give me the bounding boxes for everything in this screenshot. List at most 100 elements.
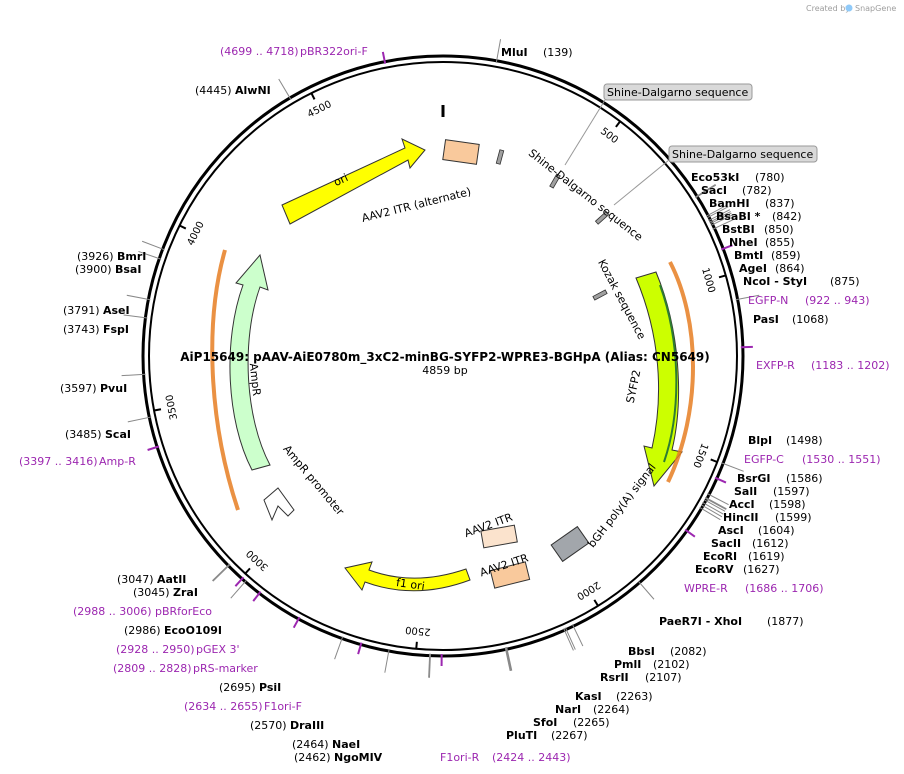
primer-egfp-c[interactable]: EGFP-C(1530 .. 1551) [744, 453, 881, 466]
svg-text:SalI: SalI [734, 485, 757, 498]
svg-text:F1ori-F: F1ori-F [264, 700, 302, 713]
site-bstbi[interactable]: BstBI(850) [722, 223, 794, 236]
tick-label: 3500 [165, 394, 181, 421]
site-draiii[interactable]: (2570)DraIII [250, 719, 324, 732]
svg-text:BamHI: BamHI [709, 197, 750, 210]
svg-text:SacII: SacII [711, 537, 741, 550]
shine-dalgarno-bar-3[interactable] [594, 211, 610, 225]
feature-f1-ori[interactable] [344, 561, 471, 592]
feature-syfp2[interactable] [635, 271, 683, 488]
primer-egfp-n[interactable]: EGFP-N(922 .. 943) [748, 294, 870, 307]
tick-mark [718, 274, 727, 279]
site-ncoi-styi[interactable]: NcoI - StyI(875) [743, 275, 860, 288]
site-pasi[interactable]: PasI(1068) [753, 313, 829, 326]
site-fspi[interactable]: (3743)FspI [63, 323, 129, 336]
svg-text:(2082): (2082) [670, 645, 707, 658]
primer-pgex-3[interactable]: (2928 .. 2950)pGEX 3' [116, 643, 240, 656]
site-ngomiv[interactable]: (2462)NgoMIV [294, 751, 383, 764]
primer-amp-r[interactable]: (3397 .. 3416)Amp-R [19, 455, 136, 468]
site-sali[interactable]: SalI(1597) [734, 485, 810, 498]
site-agei[interactable]: AgeI(864) [739, 262, 805, 275]
primer-prs-marker[interactable]: (2809 .. 2828)pRS-marker [113, 662, 258, 675]
primer-pbrforeco[interactable]: (2988 .. 3006)pBRforEco [73, 605, 212, 618]
site-sfoi[interactable]: SfoI(2265) [533, 716, 610, 729]
site-ecori[interactable]: EcoRI(1619) [703, 550, 785, 563]
site-marker [138, 250, 162, 260]
backbone-outer [141, 54, 745, 658]
primer-pbr322ori-f[interactable]: (4699 .. 4718)pBR322ori-F [220, 45, 368, 58]
svg-text:(2464): (2464) [292, 738, 329, 751]
svg-text:PluTI: PluTI [506, 729, 537, 742]
tick-mark [415, 641, 418, 649]
site-bsai[interactable]: (3900)BsaI [75, 263, 141, 276]
svg-text:(780): (780) [755, 171, 785, 184]
svg-text:(1183 .. 1202): (1183 .. 1202) [811, 359, 890, 372]
primer-f1ori-f[interactable]: (2634 .. 2655)F1ori-F [184, 700, 302, 713]
site-pmli[interactable]: PmlI(2102) [614, 658, 690, 671]
tick-label: 1500 [690, 441, 709, 469]
site-bsabi[interactable]: BsaBI *(842) [716, 210, 802, 223]
site-bmri[interactable]: (3926)BmrI [77, 250, 146, 263]
site-asei[interactable]: (3791)AseI [63, 304, 130, 317]
svg-text:EGFP-C: EGFP-C [744, 453, 784, 466]
feature-aav2-itr-2[interactable] [480, 524, 518, 549]
site-zrai[interactable]: (3045)ZraI [133, 586, 198, 599]
site-sacii[interactable]: SacII(1612) [711, 537, 789, 550]
feature-bgh-polya[interactable] [550, 525, 590, 563]
site-saci[interactable]: SacI(782) [701, 184, 772, 197]
kozak-bar[interactable] [592, 289, 608, 301]
svg-text:PsiI: PsiI [259, 681, 281, 694]
svg-text:F1ori-R: F1ori-R [440, 751, 480, 764]
tick-label: 1000 [699, 267, 717, 294]
site-marker [428, 653, 431, 678]
site-rsrii[interactable]: RsrII(2107) [600, 671, 682, 684]
primer-f1ori-r[interactable]: F1ori-R(2424 .. 2443) [440, 751, 571, 764]
site-bsrgi[interactable]: BsrGI(1586) [737, 472, 823, 485]
svg-text:(1599): (1599) [775, 511, 812, 524]
primer-exfp-r[interactable]: EXFP-R(1183 .. 1202) [756, 359, 890, 372]
site-nari[interactable]: NarI(2264) [555, 703, 630, 716]
site-aatii[interactable]: (3047)AatII [117, 573, 186, 586]
site-alwni[interactable]: (4445)AlwNI [195, 84, 271, 97]
site-eco0109i[interactable]: (2986)EcoO109I [124, 624, 222, 637]
site-acci[interactable]: AccI(1598) [729, 498, 806, 511]
svg-text:BsaI: BsaI [115, 263, 141, 276]
site-naei[interactable]: (2464)NaeI [292, 738, 360, 751]
site-pluti[interactable]: PluTI(2267) [506, 729, 588, 742]
site-mlui[interactable]: MluI(139) [501, 46, 573, 59]
feature-kozak-label: Kozak sequence [595, 257, 648, 342]
primer-wpre-r[interactable]: WPRE-R(1686 .. 1706) [684, 582, 824, 595]
site-scai[interactable]: (3485)ScaI [65, 428, 131, 441]
tick-label: 4500 [306, 99, 334, 120]
feature-ampr[interactable] [229, 253, 271, 471]
site-pvui[interactable]: (3597)PvuI [60, 382, 127, 395]
site-bbsi[interactable]: BbsI(2082) [628, 645, 707, 658]
site-eco53ki[interactable]: Eco53kI(780) [691, 171, 785, 184]
site-paer7i-xhoi[interactable]: PaeR7I - XhoI(1877) [659, 615, 804, 628]
feature-ori[interactable] [281, 138, 426, 225]
site-hincii[interactable]: HincII(1599) [723, 511, 812, 524]
site-kasi[interactable]: KasI(2263) [575, 690, 653, 703]
site-marker [709, 211, 732, 223]
site-ecorv[interactable]: EcoRV(1627) [695, 563, 780, 576]
svg-text:BstBI: BstBI [722, 223, 755, 236]
site-marker [212, 563, 230, 582]
feature-ampr-promoter[interactable] [263, 487, 295, 522]
svg-text:(875): (875) [830, 275, 860, 288]
site-nhei[interactable]: NheI(855) [729, 236, 795, 249]
site-marker [704, 497, 727, 510]
shine-dalgarno-bar-2[interactable] [549, 173, 561, 189]
site-bmti[interactable]: BmtI(859) [734, 249, 801, 262]
site-bamhi[interactable]: BamHI(837) [709, 197, 795, 210]
callout-1[interactable]: Shine-Dalgarno sequence [564, 83, 753, 166]
feature-aav2-itr-alternate[interactable] [442, 139, 480, 165]
shine-dalgarno-bar-1[interactable] [495, 149, 505, 165]
site-blpi[interactable]: BlpI(1498) [748, 434, 823, 447]
feature-aav2-itr-1[interactable] [489, 561, 531, 589]
site-psii[interactable]: (2695)PsiI [219, 681, 281, 694]
site-asci[interactable]: AscI(1604) [718, 524, 795, 537]
site-marker [699, 507, 721, 521]
svg-text:(1068): (1068) [792, 313, 829, 326]
callout-2[interactable]: Shine-Dalgarno sequence [613, 145, 818, 206]
